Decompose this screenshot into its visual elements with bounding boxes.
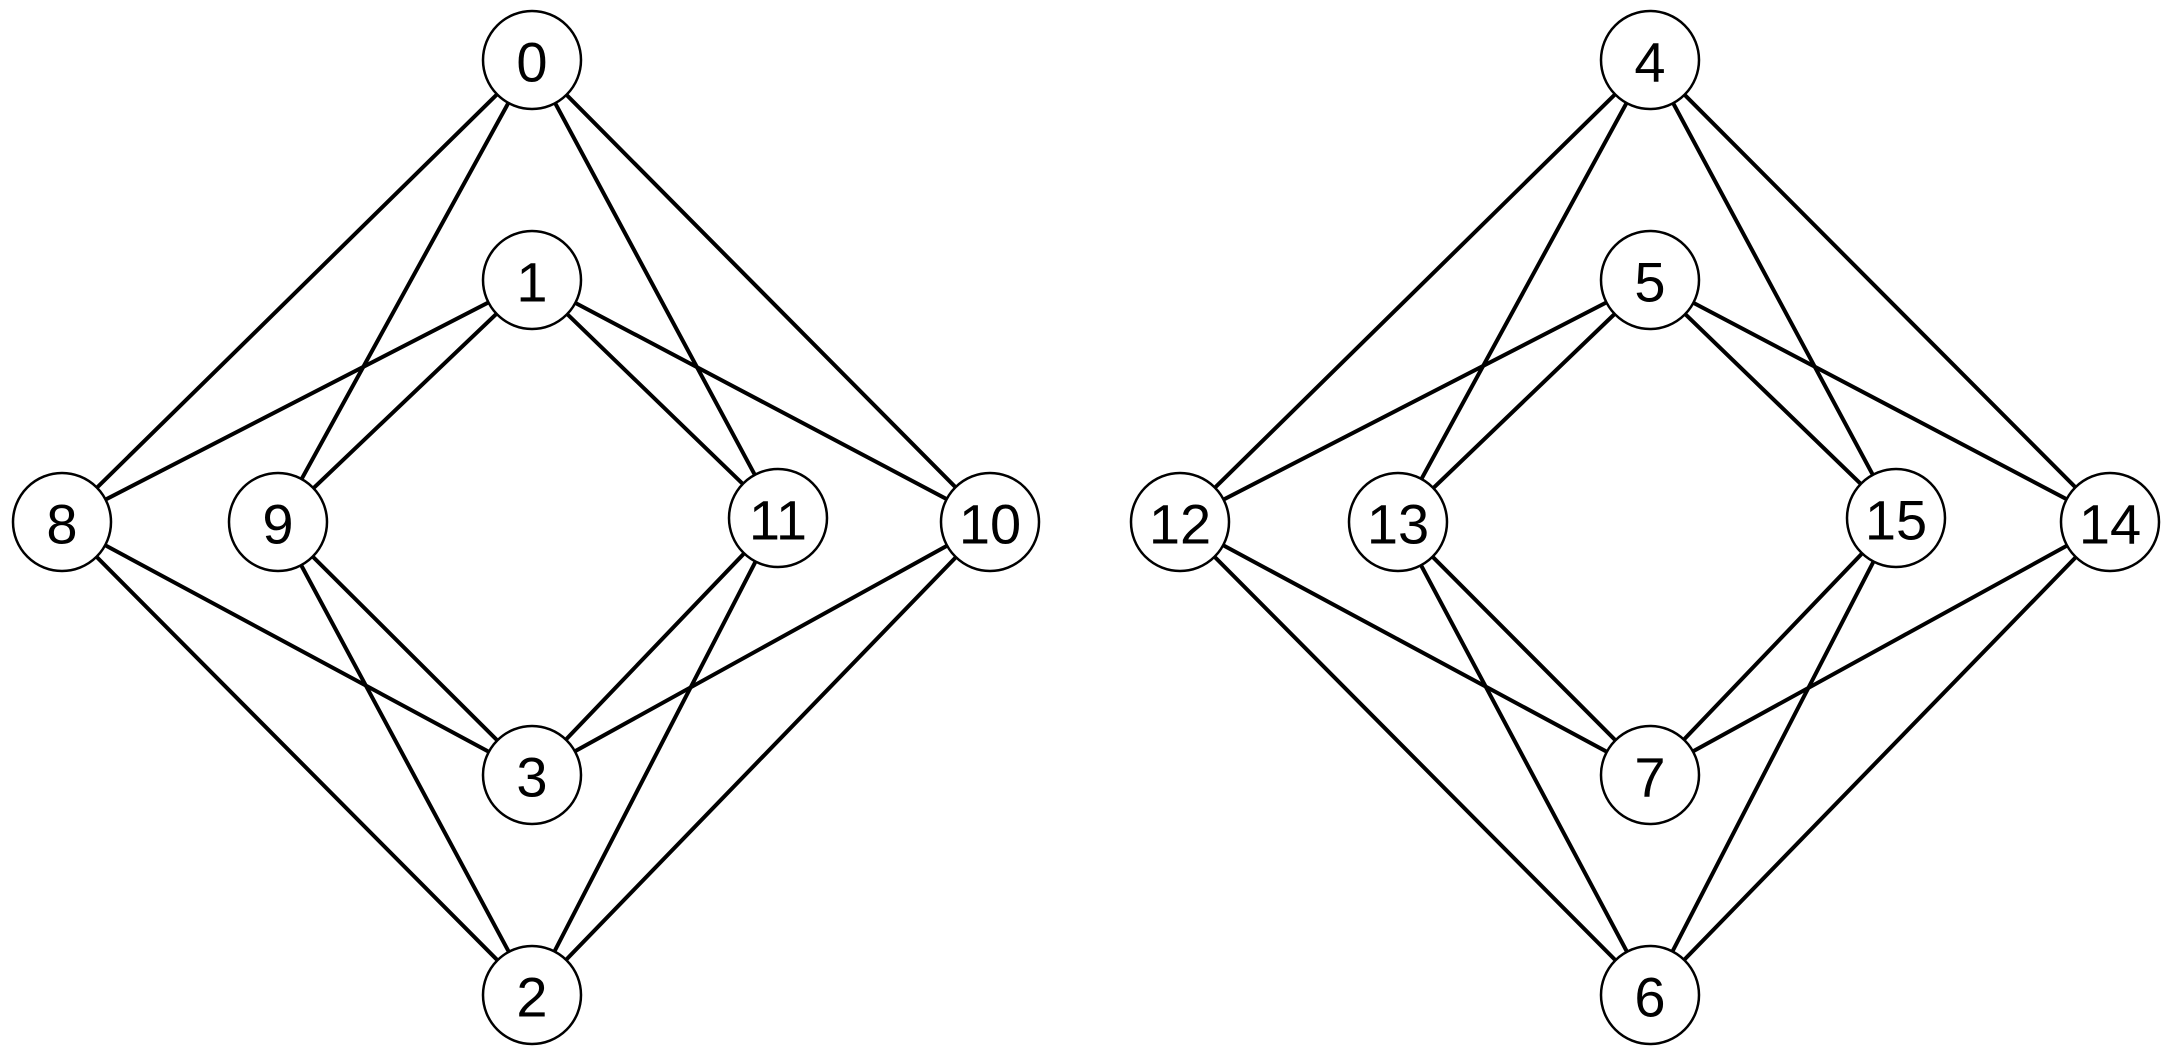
node-5: 5 [1599,229,1701,331]
edge-4-15 [1648,58,1898,520]
edge-6-13 [1396,520,1652,997]
edge-1-8 [60,278,534,524]
edge-5-15 [1648,278,1898,520]
node-label: 11 [749,489,807,552]
node-label: 8 [46,493,77,556]
edge-2-11 [530,516,780,997]
node-9: 9 [227,471,329,573]
edge-4-13 [1396,58,1652,524]
node-circle [1599,9,1701,111]
edge-7-15 [1648,516,1898,777]
edge-1-10 [530,278,992,524]
node-7: 7 [1599,724,1701,826]
node-label: 10 [959,493,1021,556]
node-8: 8 [11,471,113,573]
edge-7-14 [1648,520,2112,777]
edge-0-9 [276,58,534,524]
node-6: 6 [1599,944,1701,1046]
node-label: 4 [1634,31,1665,94]
edge-2-9 [276,520,534,997]
node-circle [481,944,583,1046]
edge-6-12 [1178,520,1652,997]
node-11: 11 [727,467,829,569]
edges-layer [60,58,2112,997]
edge-1-11 [530,278,780,520]
node-label: 9 [262,493,293,556]
edge-3-9 [276,520,534,777]
node-circle [1347,471,1449,573]
node-circle [481,229,583,331]
node-circle [481,9,583,111]
node-0: 0 [481,9,583,111]
node-4: 4 [1599,9,1701,111]
node-15: 15 [1845,467,1947,569]
node-label: 5 [1634,251,1665,314]
edge-5-14 [1648,278,2112,524]
node-label: 1 [516,251,547,314]
node-circle [2059,471,2161,573]
edge-0-8 [60,58,534,524]
edge-5-13 [1396,278,1652,524]
edge-3-8 [60,520,534,777]
node-circle [1599,944,1701,1046]
node-10: 10 [939,471,1041,573]
edge-4-12 [1178,58,1652,524]
node-circle [727,467,829,569]
edge-0-11 [530,58,780,520]
node-13: 13 [1347,471,1449,573]
node-label: 2 [516,966,547,1029]
node-label: 3 [516,746,547,809]
node-14: 14 [2059,471,2161,573]
node-label: 15 [1865,489,1927,552]
node-circle [1845,467,1947,569]
node-circle [227,471,329,573]
edge-2-10 [530,520,992,997]
node-1: 1 [481,229,583,331]
node-circle [11,471,113,573]
node-circle [1599,724,1701,826]
edge-6-15 [1648,516,1898,997]
edge-3-10 [530,520,992,777]
edge-7-13 [1396,520,1652,777]
edge-4-14 [1648,58,2112,524]
node-12: 12 [1129,471,1231,573]
node-2: 2 [481,944,583,1046]
node-label: 0 [516,31,547,94]
node-circle [1129,471,1231,573]
node-circle [1599,229,1701,331]
edge-7-12 [1178,520,1652,777]
edge-0-10 [530,58,992,524]
node-label: 12 [1149,493,1211,556]
node-label: 7 [1634,746,1665,809]
edge-1-9 [276,278,534,524]
node-circle [481,724,583,826]
node-label: 13 [1367,493,1429,556]
node-label: 14 [2079,493,2141,556]
node-3: 3 [481,724,583,826]
edge-2-8 [60,520,534,997]
edge-5-12 [1178,278,1652,524]
node-circle [939,471,1041,573]
edge-3-11 [530,516,780,777]
node-label: 6 [1634,966,1665,1029]
edge-6-14 [1648,520,2112,997]
